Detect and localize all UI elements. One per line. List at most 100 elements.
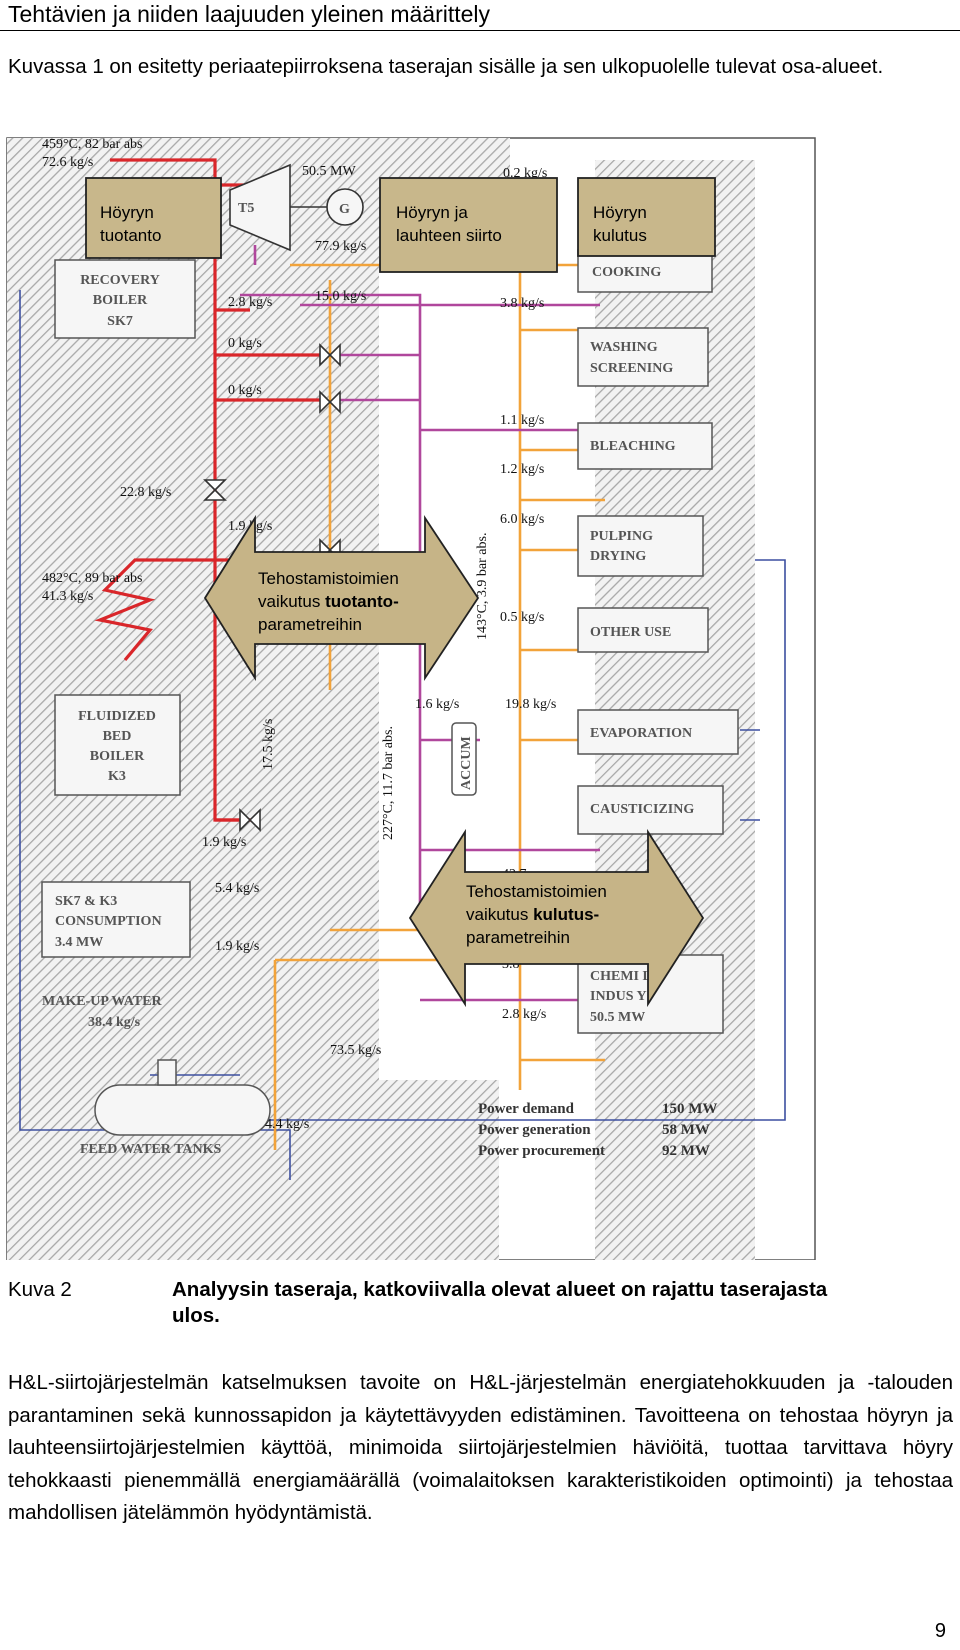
- svg-text:459°C, 82 bar abs: 459°C, 82 bar abs: [42, 137, 142, 152]
- boiler-k3-box: FLUIDIZED BED BOILER K3: [54, 694, 181, 796]
- svg-text:EVAPORATION: EVAPORATION: [590, 726, 692, 741]
- svg-text:50.5 MW: 50.5 MW: [302, 164, 356, 179]
- svg-text:3.4 MW: 3.4 MW: [55, 935, 103, 950]
- svg-text:92 MW: 92 MW: [662, 1143, 710, 1159]
- power-summary: Power demand 150 MW Power generation 58 …: [478, 1101, 717, 1159]
- svg-text:CHEMI L: CHEMI L: [590, 969, 652, 984]
- svg-text:FEED WATER TANKS: FEED WATER TANKS: [80, 1142, 222, 1157]
- svg-text:2.8 kg/s: 2.8 kg/s: [228, 295, 272, 310]
- svg-text:143°C, 3.9 bar abs.: 143°C, 3.9 bar abs.: [475, 533, 490, 640]
- svg-text:1.1 kg/s: 1.1 kg/s: [500, 413, 544, 428]
- svg-text:SK7: SK7: [107, 314, 133, 329]
- consumer-bleaching: BLEACHING: [577, 422, 713, 470]
- page-number: 9: [934, 1620, 946, 1642]
- svg-text:COOKING: COOKING: [592, 265, 661, 280]
- arrow-consumption-parameters: Tehostamistoimien vaikutus kulutus- para…: [408, 828, 705, 1008]
- caption-number: Kuva 2: [8, 1278, 72, 1301]
- turbine-icon: [229, 163, 291, 252]
- svg-text:ACCUM: ACCUM: [459, 736, 474, 790]
- valves: [203, 343, 341, 832]
- svg-text:DRYING: DRYING: [590, 549, 646, 564]
- svg-text:2.8 kg/s: 2.8 kg/s: [502, 1007, 546, 1022]
- svg-text:77.9 kg/s: 77.9 kg/s: [315, 239, 366, 254]
- svg-text:BED: BED: [103, 729, 132, 744]
- svg-text:BOILER: BOILER: [93, 293, 148, 308]
- svg-text:1.9 kg/s: 1.9 kg/s: [215, 939, 259, 954]
- svg-text:73.5 kg/s: 73.5 kg/s: [330, 1043, 381, 1058]
- svg-text:17.5 kg/s: 17.5 kg/s: [261, 719, 276, 770]
- svg-text:72.6 kg/s: 72.6 kg/s: [42, 155, 93, 170]
- svg-text:3.8 kg/s: 3.8 kg/s: [500, 296, 544, 311]
- generator-label: G: [339, 202, 350, 217]
- svg-text:BOILER: BOILER: [90, 749, 145, 764]
- svg-text:5.4 kg/s: 5.4 kg/s: [215, 881, 259, 896]
- svg-text:MAKE-UP WATER: MAKE-UP WATER: [42, 994, 163, 1009]
- hatched-area-bottom: [379, 1080, 499, 1260]
- turbine-label: T5: [238, 201, 254, 216]
- svg-text:38.4 kg/s: 38.4 kg/s: [88, 1015, 141, 1030]
- svg-text:PULPING: PULPING: [590, 529, 653, 544]
- svg-text:vaikutus tuotanto-: vaikutus tuotanto-: [258, 592, 399, 611]
- svg-text:1.6 kg/s: 1.6 kg/s: [415, 697, 459, 712]
- svg-text:Power procurement: Power procurement: [478, 1143, 605, 1159]
- svg-text:6.0 kg/s: 6.0 kg/s: [500, 512, 544, 527]
- makeup-water-label: MAKE-UP WATER 38.4 kg/s: [42, 994, 163, 1030]
- svg-text:K3: K3: [108, 769, 126, 784]
- svg-text:Höyryn: Höyryn: [100, 203, 154, 222]
- svg-text:CAUSTICIZING: CAUSTICIZING: [590, 802, 694, 817]
- caption-text: Analyysin taseraja, katkoviivalla olevat…: [172, 1278, 828, 1327]
- svg-text:lauhteen siirto: lauhteen siirto: [396, 226, 502, 245]
- svg-text:4.4 kg/s: 4.4 kg/s: [265, 1117, 309, 1132]
- svg-text:150 MW: 150 MW: [662, 1101, 717, 1117]
- svg-text:parametreihin: parametreihin: [466, 928, 570, 947]
- steam-system-diagram: T5 G RECOVERY BOILER SK7 FLUIDIZED BED B…: [6, 137, 816, 1260]
- category-box-consumption: Höyryn kulutus: [577, 177, 716, 257]
- mp-steam-lines: [240, 245, 605, 1002]
- consumer-washing: WASHING SCREENING: [577, 327, 709, 387]
- svg-text:kulutus: kulutus: [593, 226, 647, 245]
- svg-text:tuotanto: tuotanto: [100, 226, 161, 245]
- svg-text:Power demand: Power demand: [478, 1101, 575, 1117]
- consumer-causticizing: CAUSTICIZING: [577, 785, 724, 835]
- svg-text:Tehostamistoimien: Tehostamistoimien: [466, 882, 607, 901]
- svg-text:0 kg/s: 0 kg/s: [228, 336, 262, 351]
- consumer-other-use: OTHER USE: [577, 607, 709, 653]
- svg-text:482°C, 89 bar abs: 482°C, 89 bar abs: [42, 571, 142, 586]
- feed-water-tank: FEED WATER TANKS: [80, 1059, 271, 1157]
- boiler-sk7-box: RECOVERY BOILER SK7: [54, 259, 196, 339]
- category-box-transfer: Höyryn ja lauhteen siirto: [379, 177, 558, 273]
- svg-text:vaikutus kulutus-: vaikutus kulutus-: [466, 905, 599, 924]
- svg-text:41.3 kg/s: 41.3 kg/s: [42, 589, 93, 604]
- header-title: Tehtävien ja niiden laajuuden yleinen mä…: [8, 1, 491, 27]
- consumer-evaporation: EVAPORATION: [577, 709, 739, 755]
- sk7-k3-consumption-box: SK7 & K3 CONSUMPTION 3.4 MW: [41, 881, 191, 958]
- svg-text:parametreihin: parametreihin: [258, 615, 362, 634]
- page-header: Tehtävien ja niiden laajuuden yleinen mä…: [0, 0, 960, 31]
- svg-text:Höyryn ja: Höyryn ja: [396, 203, 468, 222]
- body-paragraph: H&L-siirtojärjestelmän katselmuksen tavo…: [8, 1371, 953, 1524]
- svg-text:Power generation: Power generation: [478, 1122, 591, 1138]
- svg-text:SK7 & K3: SK7 & K3: [55, 894, 117, 909]
- svg-text:INDUS Y: INDUS Y: [590, 989, 647, 1004]
- svg-text:58 MW: 58 MW: [662, 1122, 710, 1138]
- svg-text:CONSUMPTION: CONSUMPTION: [55, 914, 162, 929]
- svg-text:FLUIDIZED: FLUIDIZED: [78, 709, 156, 724]
- svg-text:227°C, 11.7 bar abs.: 227°C, 11.7 bar abs.: [381, 726, 396, 840]
- consumer-cooking: COOKING: [577, 249, 713, 293]
- svg-text:0.5 kg/s: 0.5 kg/s: [500, 610, 544, 625]
- category-box-production: Höyryn tuotanto: [85, 177, 222, 259]
- svg-text:50.5 MW: 50.5 MW: [590, 1010, 645, 1025]
- intro-paragraph: Kuvassa 1 on esitetty periaatepiirroksen…: [8, 55, 884, 78]
- svg-text:1.2 kg/s: 1.2 kg/s: [500, 462, 544, 477]
- arrow-production-parameters: Tehostamistoimien vaikutus tuotanto- par…: [203, 514, 480, 682]
- figure-diagram: T5 G RECOVERY BOILER SK7 FLUIDIZED BED B…: [0, 130, 960, 1260]
- svg-text:15.0 kg/s: 15.0 kg/s: [315, 289, 366, 304]
- svg-text:WASHING: WASHING: [590, 340, 658, 355]
- consumer-pulping: PULPING DRYING: [577, 515, 704, 577]
- svg-text:SCREENING: SCREENING: [590, 361, 673, 376]
- svg-text:0 kg/s: 0 kg/s: [228, 383, 262, 398]
- svg-text:1.9 kg/s: 1.9 kg/s: [202, 835, 246, 850]
- svg-text:RECOVERY: RECOVERY: [80, 273, 160, 288]
- svg-text:BLEACHING: BLEACHING: [590, 439, 676, 454]
- svg-text:22.8 kg/s: 22.8 kg/s: [120, 485, 171, 500]
